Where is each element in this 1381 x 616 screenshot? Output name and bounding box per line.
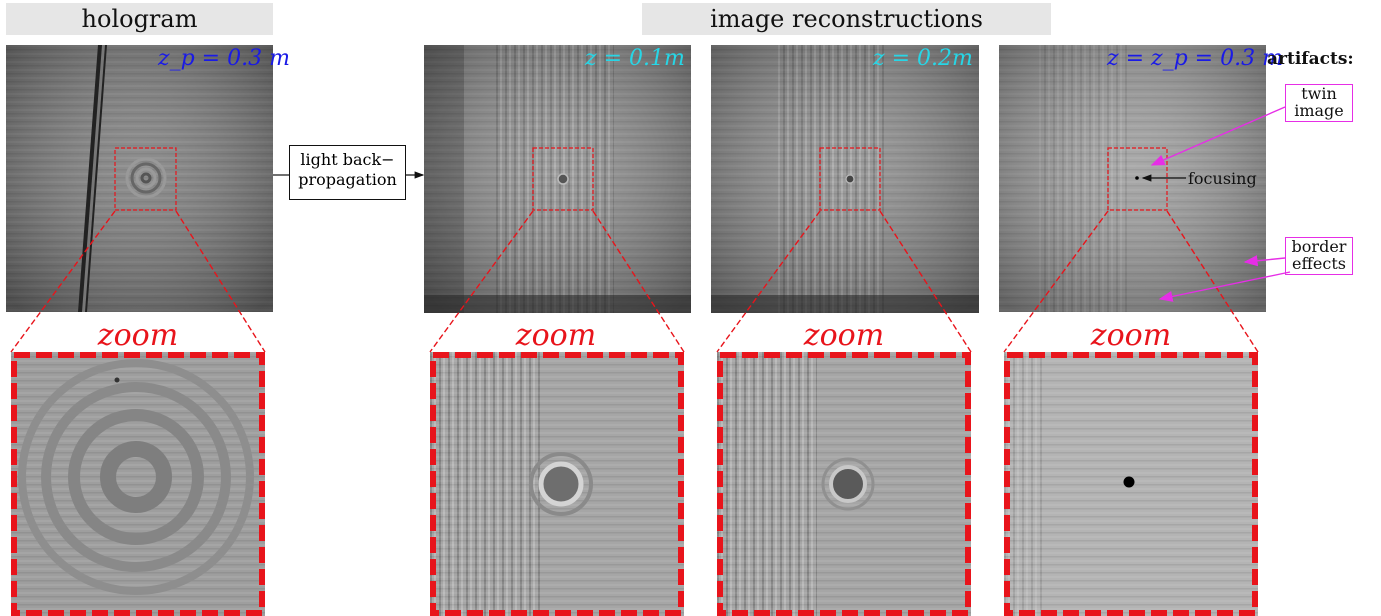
reconstructions-header: image reconstructions [642, 3, 1051, 35]
recon1-z-label: z = 0.1m [585, 46, 685, 71]
recon2-zoom [717, 352, 971, 616]
focusing-label: focusing [1188, 169, 1257, 188]
recon1-zoom [430, 352, 684, 616]
hologram-z-label: z_p = 0.3 m [158, 46, 290, 71]
artifacts-title: artifacts: [1267, 49, 1354, 69]
back-propagation-line1: light back− [300, 150, 395, 169]
recon2-z-label: z = 0.2m [873, 46, 973, 71]
reconstruction-panel-z01 [424, 45, 691, 313]
twin-image-box: twin image [1285, 84, 1353, 122]
twin-image-line2: image [1294, 101, 1344, 120]
reconstruction-panel-z02 [711, 45, 979, 313]
border-effects-line2: effects [1292, 254, 1346, 273]
twin-image-line1: twin [1301, 84, 1337, 103]
hologram-header: hologram [6, 3, 273, 35]
recon3-z-label: z = z_p = 0.3 m [1107, 46, 1283, 71]
zoom-label-1: zoom [97, 318, 179, 353]
border-effects-box: border effects [1285, 237, 1353, 275]
back-propagation-box: light back− propagation [289, 145, 406, 200]
zoom-label-4: zoom [1090, 318, 1172, 353]
recon3-zoom [1004, 352, 1258, 616]
zoom-label-2: zoom [515, 318, 597, 353]
border-effects-line1: border [1291, 237, 1347, 256]
hologram-panel [6, 45, 273, 312]
back-propagation-line2: propagation [298, 170, 397, 189]
zoom-label-3: zoom [803, 318, 885, 353]
hologram-zoom [11, 352, 265, 616]
